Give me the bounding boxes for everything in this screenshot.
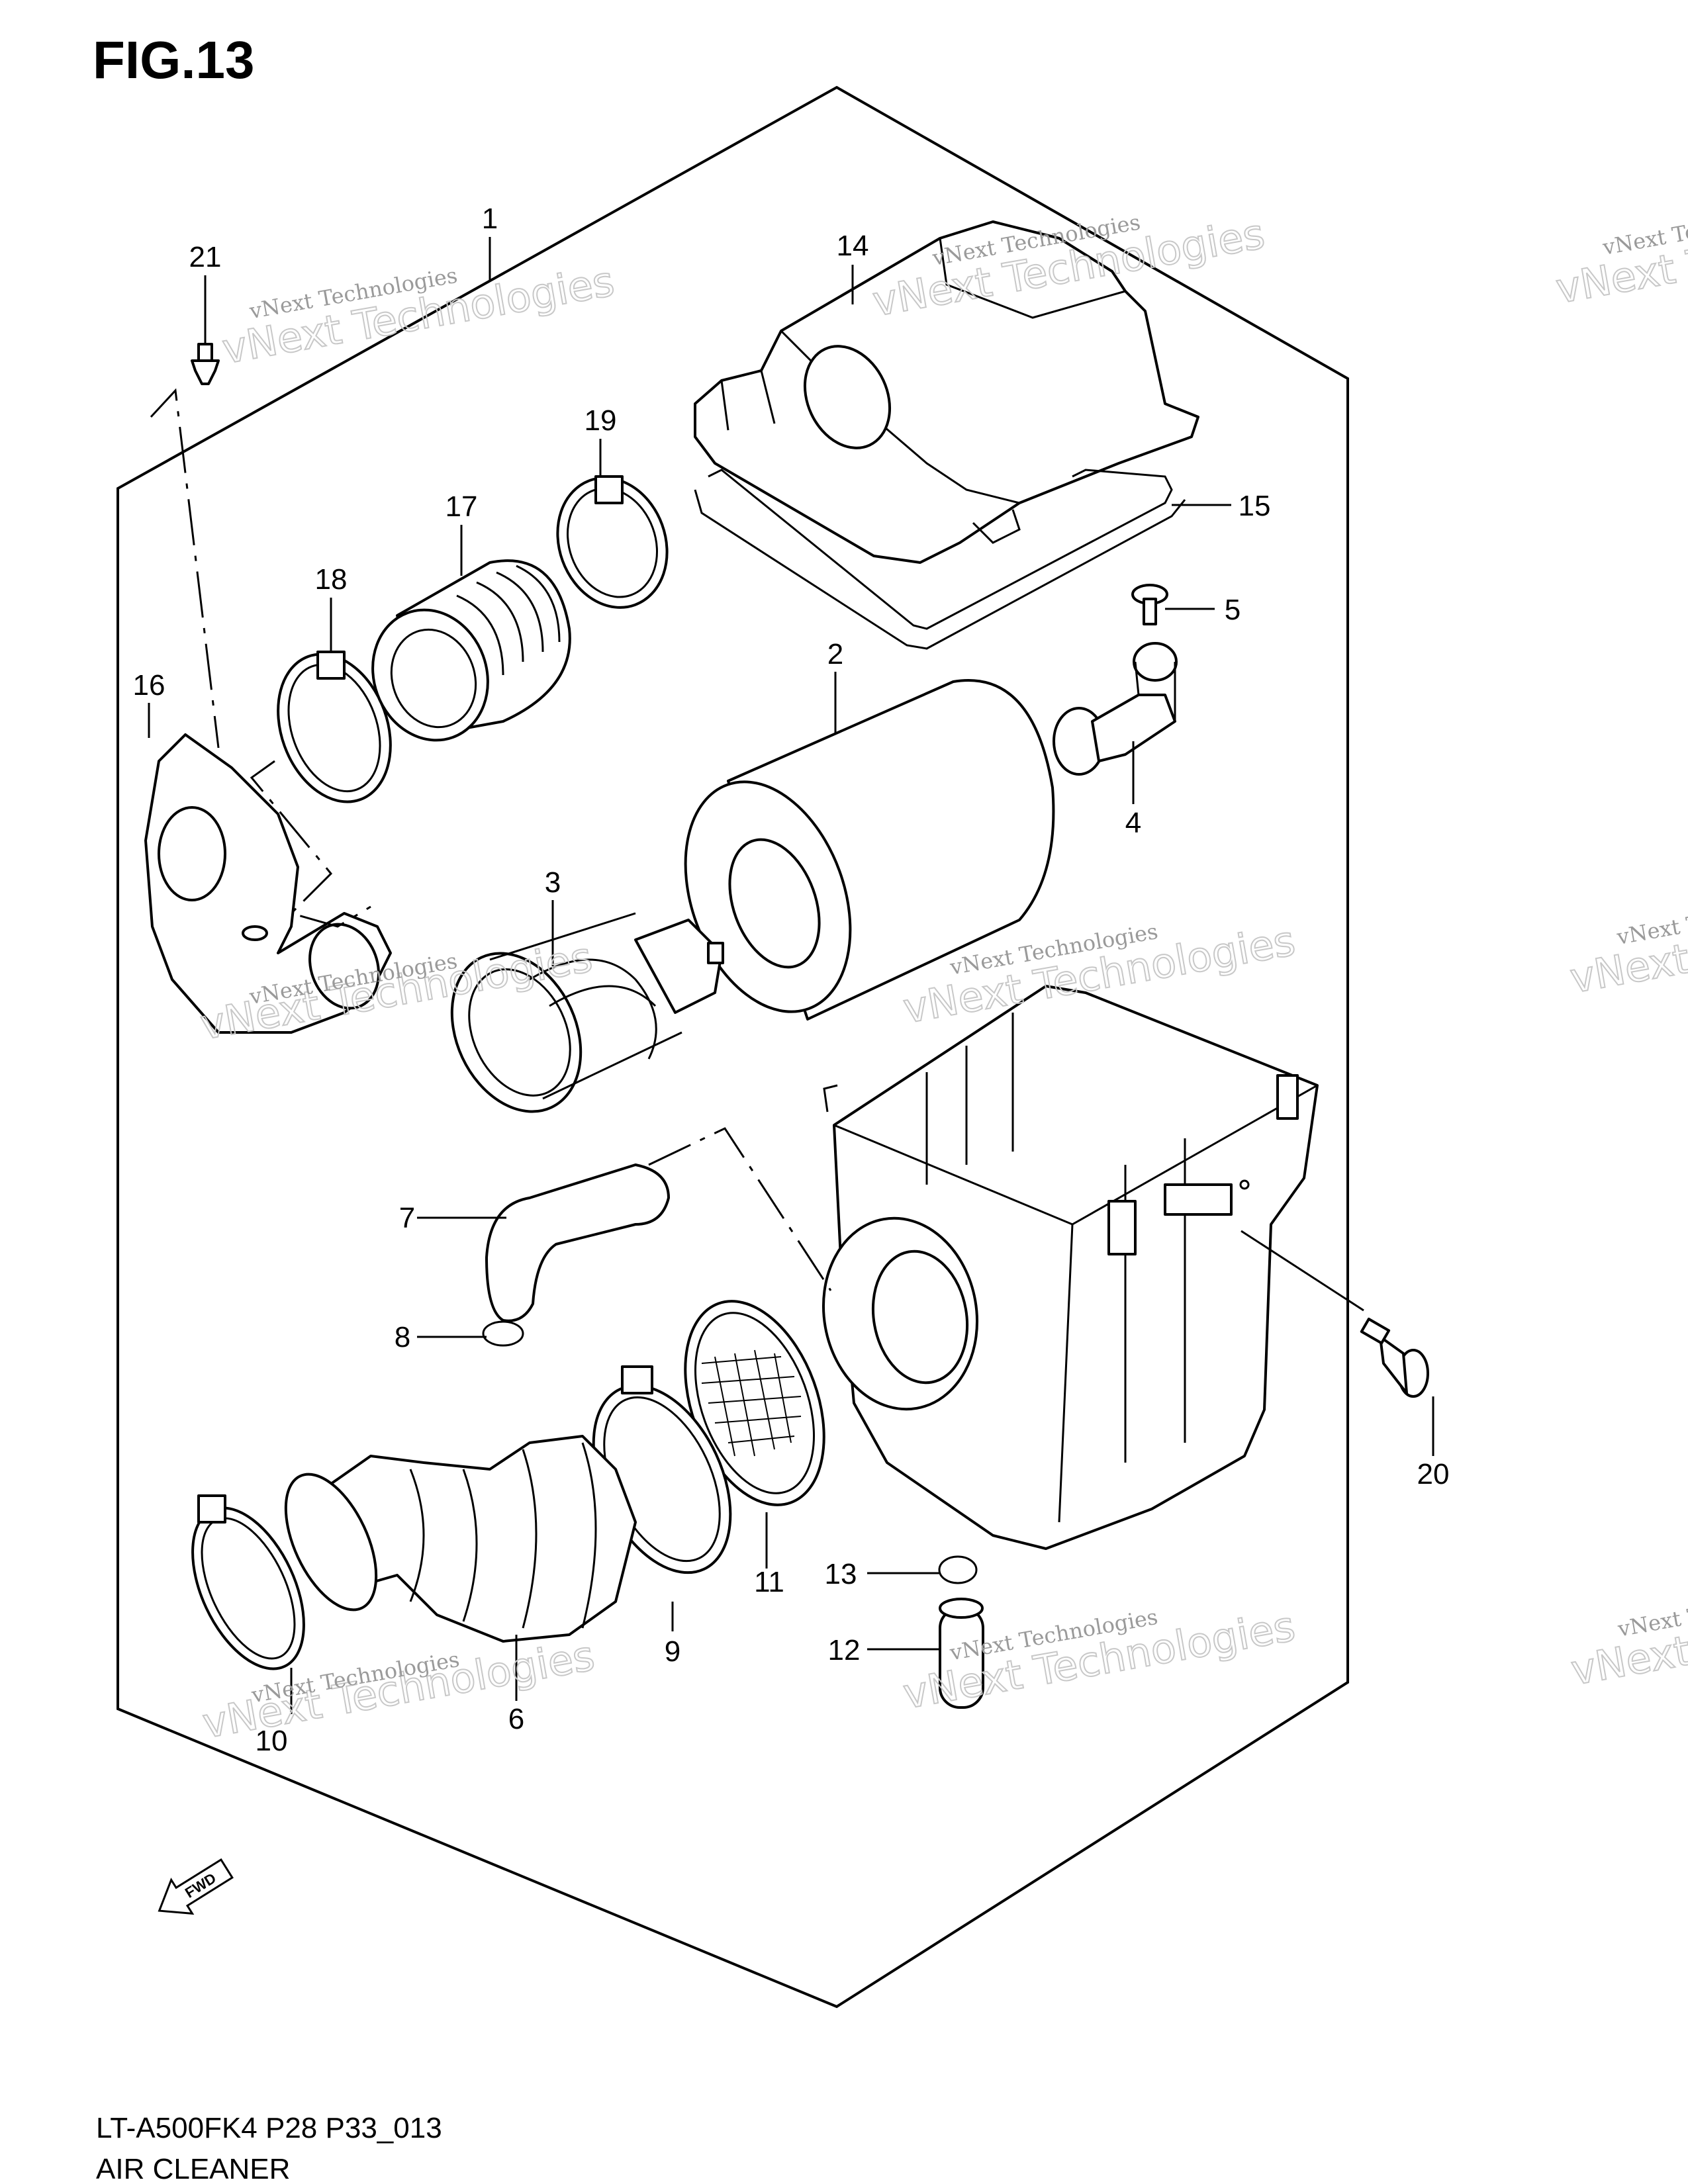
part-8-clip: [482, 1320, 524, 1347]
part-18-clamp: [277, 651, 392, 803]
air-cleaner-case: [821, 985, 1319, 1550]
callout-7: 7: [399, 1202, 415, 1234]
part-3-element-cage: [450, 912, 724, 1113]
part-11-screen: [684, 1300, 825, 1506]
callout-16: 16: [133, 669, 165, 702]
callout-4: 4: [1125, 807, 1141, 839]
part-19-clamp: [556, 475, 669, 609]
assembly-outline: [117, 85, 1349, 2009]
callout-5: 5: [1225, 594, 1241, 626]
callout-labels: 1 2 3 4 5 6 7 8 9 10 11 12 13 14 15 16 1…: [133, 203, 1450, 1757]
part-7-hose: [485, 1163, 670, 1322]
part-12-plug: [939, 1598, 984, 1709]
callout-13: 13: [825, 1558, 857, 1590]
fwd-arrow-icon: FWD: [158, 1858, 234, 1915]
figure-title: FIG.13: [93, 30, 255, 89]
callout-18: 18: [315, 563, 348, 596]
callout-2: 2: [827, 638, 843, 670]
callout-19: 19: [585, 404, 617, 437]
part-5-screw: [1131, 584, 1168, 625]
callout-8: 8: [395, 1321, 410, 1353]
part-2-filter-element: [684, 679, 1055, 1021]
part-4-drain-plug: [1053, 642, 1178, 776]
callout-3: 3: [545, 866, 561, 899]
part-14-cover: [694, 220, 1199, 564]
phantom-lines: [150, 388, 832, 1291]
part-6-outlet-tube: [284, 1435, 637, 1643]
part-10-clamp: [191, 1494, 305, 1670]
part-21-clip: [191, 343, 220, 385]
callout-15: 15: [1239, 490, 1271, 522]
part-16-intake-duct: [144, 733, 392, 1034]
callout-11: 11: [754, 1566, 784, 1598]
callout-14: 14: [837, 230, 869, 262]
part-13-clip: [938, 1555, 978, 1584]
callout-17: 17: [445, 490, 478, 523]
part-17-intake-hose: [371, 559, 571, 742]
callout-9: 9: [665, 1635, 680, 1668]
callout-21: 21: [189, 241, 222, 273]
leader-lines: [148, 237, 1434, 1714]
part-15-gasket: [694, 469, 1186, 650]
callout-12: 12: [828, 1634, 861, 1666]
part-20-bolt: [1360, 1317, 1429, 1398]
section-title: AIR CLEANER: [96, 2153, 290, 2184]
model-code: LT-A500FK4 P28 P33_013: [96, 2112, 442, 2144]
callout-1: 1: [482, 203, 498, 235]
callout-6: 6: [508, 1703, 524, 1735]
callout-20: 20: [1417, 1458, 1450, 1490]
callout-10: 10: [256, 1725, 288, 1757]
